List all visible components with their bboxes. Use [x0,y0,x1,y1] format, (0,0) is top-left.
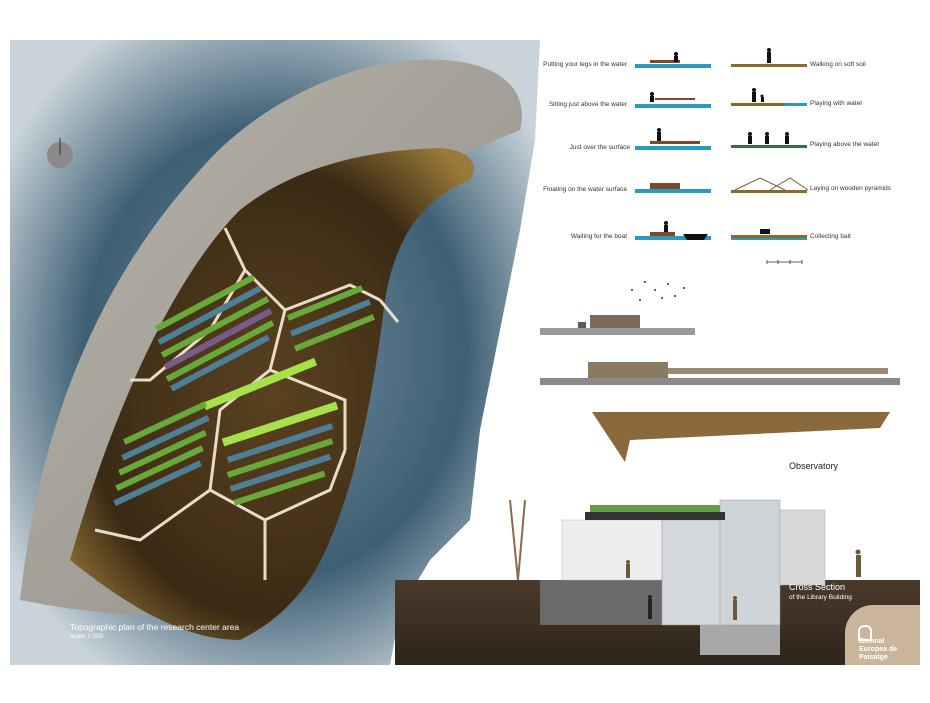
observatory-plan [592,412,890,462]
plan-title: Topographic plan of the research center … [70,622,240,632]
planted-strips [113,274,375,507]
observatory-title: Observatory [789,461,839,471]
logo-text: Biennal Europea de Paisatge [859,638,919,662]
activity-label-playing-with-water: Playing with water [810,100,863,107]
activity-label-playing-above-water: Playing above the water [810,141,880,148]
activity-label-over-surface: Just over the surface [569,144,630,151]
cross-section-title: Cross Section [789,582,846,592]
observatory-elevation-small [540,315,695,335]
activity-label-collecting-bait: Collecting bait [810,233,851,240]
logo-line-2: Europea de [859,646,898,653]
activity-label-wooden-pyramids: Laying on wooden pyramids [810,185,891,192]
plan-scale: scale 1:500 [70,633,104,640]
cross-section-subtitle: of the Library Building [789,594,852,601]
library-cross-section [395,499,920,665]
logo-mark-icon [858,625,872,641]
activity-label-walking-soft-soil: Walking on soft soil [810,61,866,68]
scale-bar [766,260,803,264]
birds [631,281,685,301]
activity-label-legs-in-water: Putting your legs in the water [543,61,627,68]
activity-label-waiting-boat: Waiting for the boat [570,233,627,240]
activity-diagrams-left [635,52,711,240]
logo-line-1: Biennal [859,638,885,645]
activity-label-floating: Floating on the water surface [543,186,627,193]
logo-line-3: Paisatge [859,654,888,661]
activity-label-sitting-above-water: Sitting just above the water [548,101,627,108]
activity-diagrams-right [731,48,809,240]
biennal-logo [845,605,920,665]
observatory-elevation-long [540,362,900,385]
